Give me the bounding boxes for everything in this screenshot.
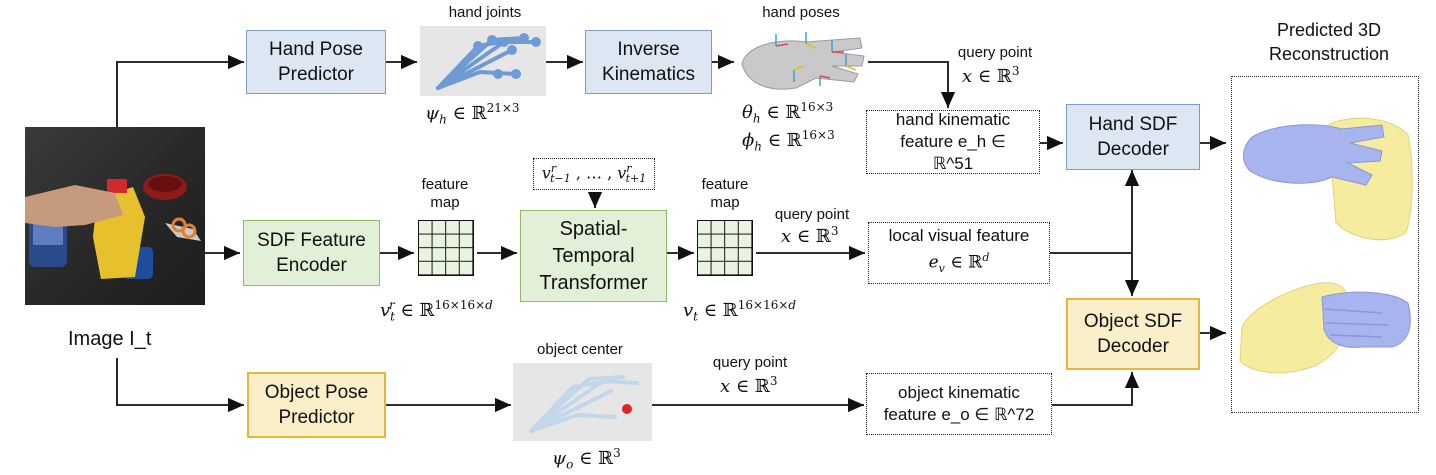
object-center-thumbnail — [513, 363, 652, 441]
local-visual-feature-box: local visual feature ev ∈ ℝd — [868, 222, 1050, 284]
hand-pose-predictor-label: Hand Pose Predictor — [268, 39, 363, 85]
hand-mesh-drawing — [741, 32, 865, 90]
local-visual-feature-label: local visual feature — [888, 226, 1030, 246]
hand-poses-thumbnail — [736, 26, 868, 98]
object-pose-predictor-label: Object Pose Predictor — [264, 382, 369, 428]
object-center-drawing — [529, 375, 639, 433]
object-center-label: object center — [537, 341, 623, 358]
query-point-label-2: query point — [774, 206, 850, 223]
image-label: Image I_t — [68, 328, 152, 350]
hand-sdf-decoder-label: Hand SDF Decoder — [1088, 114, 1178, 160]
object-sdf-decoder-box: Object SDF Decoder — [1066, 298, 1200, 370]
hand-poses-label: hand poses — [762, 4, 840, 21]
reconstruction-panel — [1231, 76, 1419, 413]
object-kinematic-feature-box: object kinematic feature e_o ∈ ℝ^72 — [866, 373, 1052, 435]
hand-joints-label: hand joints — [448, 4, 522, 21]
hand-joints-thumbnail — [420, 26, 546, 96]
input-image — [25, 127, 205, 305]
object-pose-predictor-box: Object Pose Predictor — [247, 372, 386, 438]
e-v-math: ev ∈ ℝd — [928, 251, 990, 276]
psi-h-math: ψh ∈ ℝ21×3 — [425, 101, 520, 127]
v-t-math: vt ∈ ℝ16×16×d — [683, 298, 797, 324]
predicted-reconstruction-title: Predicted 3D Reconstruction — [1268, 20, 1390, 64]
feature-map-label-1: feature map — [421, 176, 469, 211]
inverse-kinematics-label: Inverse Kinematics — [602, 39, 695, 85]
v-ref-math: vtr ∈ ℝ16×16×d — [380, 298, 493, 324]
hand-pose-predictor-box: Hand Pose Predictor — [246, 30, 386, 94]
hand-kinematic-feature-box: hand kinematic feature e_h ∈ ℝ^51 — [866, 110, 1040, 174]
feature-map-grid-1 — [418, 220, 474, 276]
feature-map-label-2: feature map — [701, 176, 749, 211]
spatial-temporal-transformer-label: Spatial- Temporal Transformer — [539, 217, 648, 294]
phi-h-math: ϕh ∈ ℝ16×3 — [742, 128, 835, 154]
object-sdf-decoder-label: Object SDF Decoder — [1083, 311, 1183, 357]
x-r3-math-1: x ∈ ℝ3 — [962, 64, 1020, 87]
object-kinematic-feature-label: object kinematic feature e_o ∈ ℝ^72 — [883, 383, 1035, 424]
input-photo-drawing — [25, 174, 201, 279]
sdf-feature-encoder-box: SDF Feature Encoder — [243, 220, 380, 286]
temporal-window-box: vrt−1 , … , vrt+1 — [533, 158, 655, 190]
theta-h-math: θh ∈ ℝ16×3 — [742, 100, 834, 126]
x-r3-math-2: x ∈ ℝ3 — [781, 224, 839, 247]
object-center-point — [622, 404, 632, 414]
feature-map-grid-2 — [697, 220, 753, 276]
hand-sdf-decoder-box: Hand SDF Decoder — [1066, 104, 1200, 170]
sdf-feature-encoder-label: SDF Feature Encoder — [257, 230, 366, 276]
inverse-kinematics-box: Inverse Kinematics — [585, 30, 712, 94]
query-point-label-3: query point — [712, 354, 788, 371]
v-window-math: vrt−1 , … , vrt+1 — [541, 161, 647, 186]
query-point-label-1: query point — [957, 44, 1033, 61]
hand-kinematic-feature-label: hand kinematic feature e_h ∈ ℝ^51 — [895, 110, 1011, 173]
reconstruction-meshes — [1239, 117, 1413, 374]
spatial-temporal-transformer-box: Spatial- Temporal Transformer — [520, 210, 667, 302]
x-r3-math-3: x ∈ ℝ3 — [720, 374, 778, 397]
hand-skeleton-drawing — [436, 33, 541, 90]
psi-o-math: ψo ∈ ℝ3 — [552, 446, 621, 472]
